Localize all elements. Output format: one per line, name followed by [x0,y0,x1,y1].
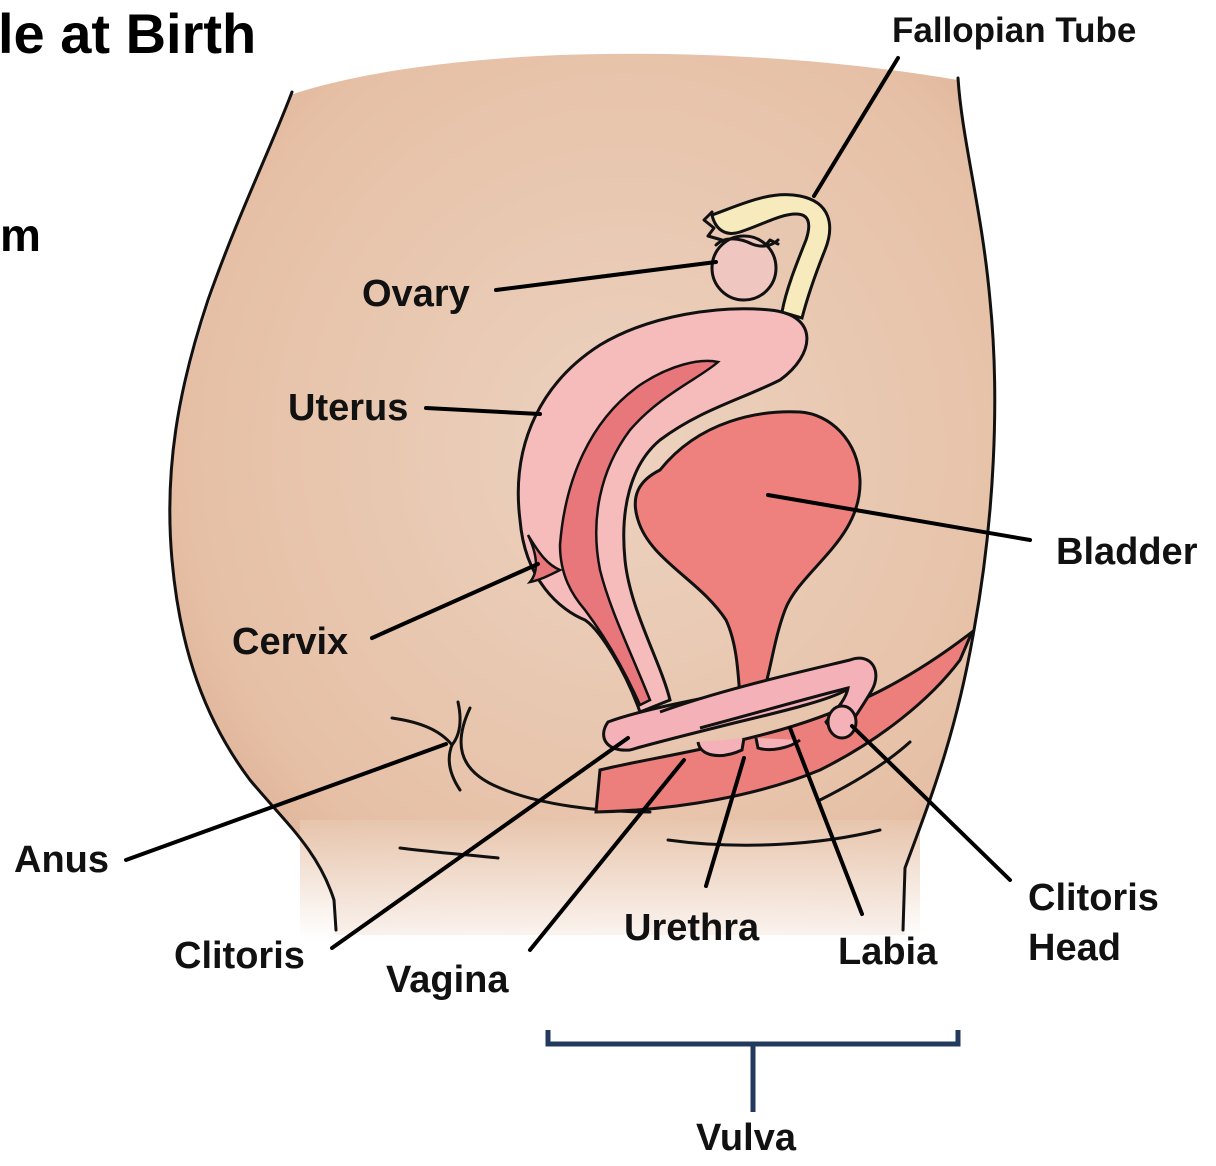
label-ovary: Ovary [362,273,470,315]
label-vulva: Vulva [696,1117,797,1159]
label-clitoris-head-line2: Head [1028,927,1121,969]
label-cervix: Cervix [232,621,348,663]
label-bladder: Bladder [1056,531,1198,573]
label-urethra: Urethra [624,907,760,949]
label-clitoris: Clitoris [174,935,305,977]
label-uterus: Uterus [288,387,408,429]
label-vagina: Vagina [386,959,509,1001]
label-fallopian-tube: Fallopian Tube [892,11,1136,50]
label-labia: Labia [838,931,938,973]
label-anus: Anus [14,839,109,881]
label-clitoris-head-line1: Clitoris [1028,877,1159,919]
vulva-bracket [548,1030,958,1112]
clitoris-head-shape [828,706,856,738]
